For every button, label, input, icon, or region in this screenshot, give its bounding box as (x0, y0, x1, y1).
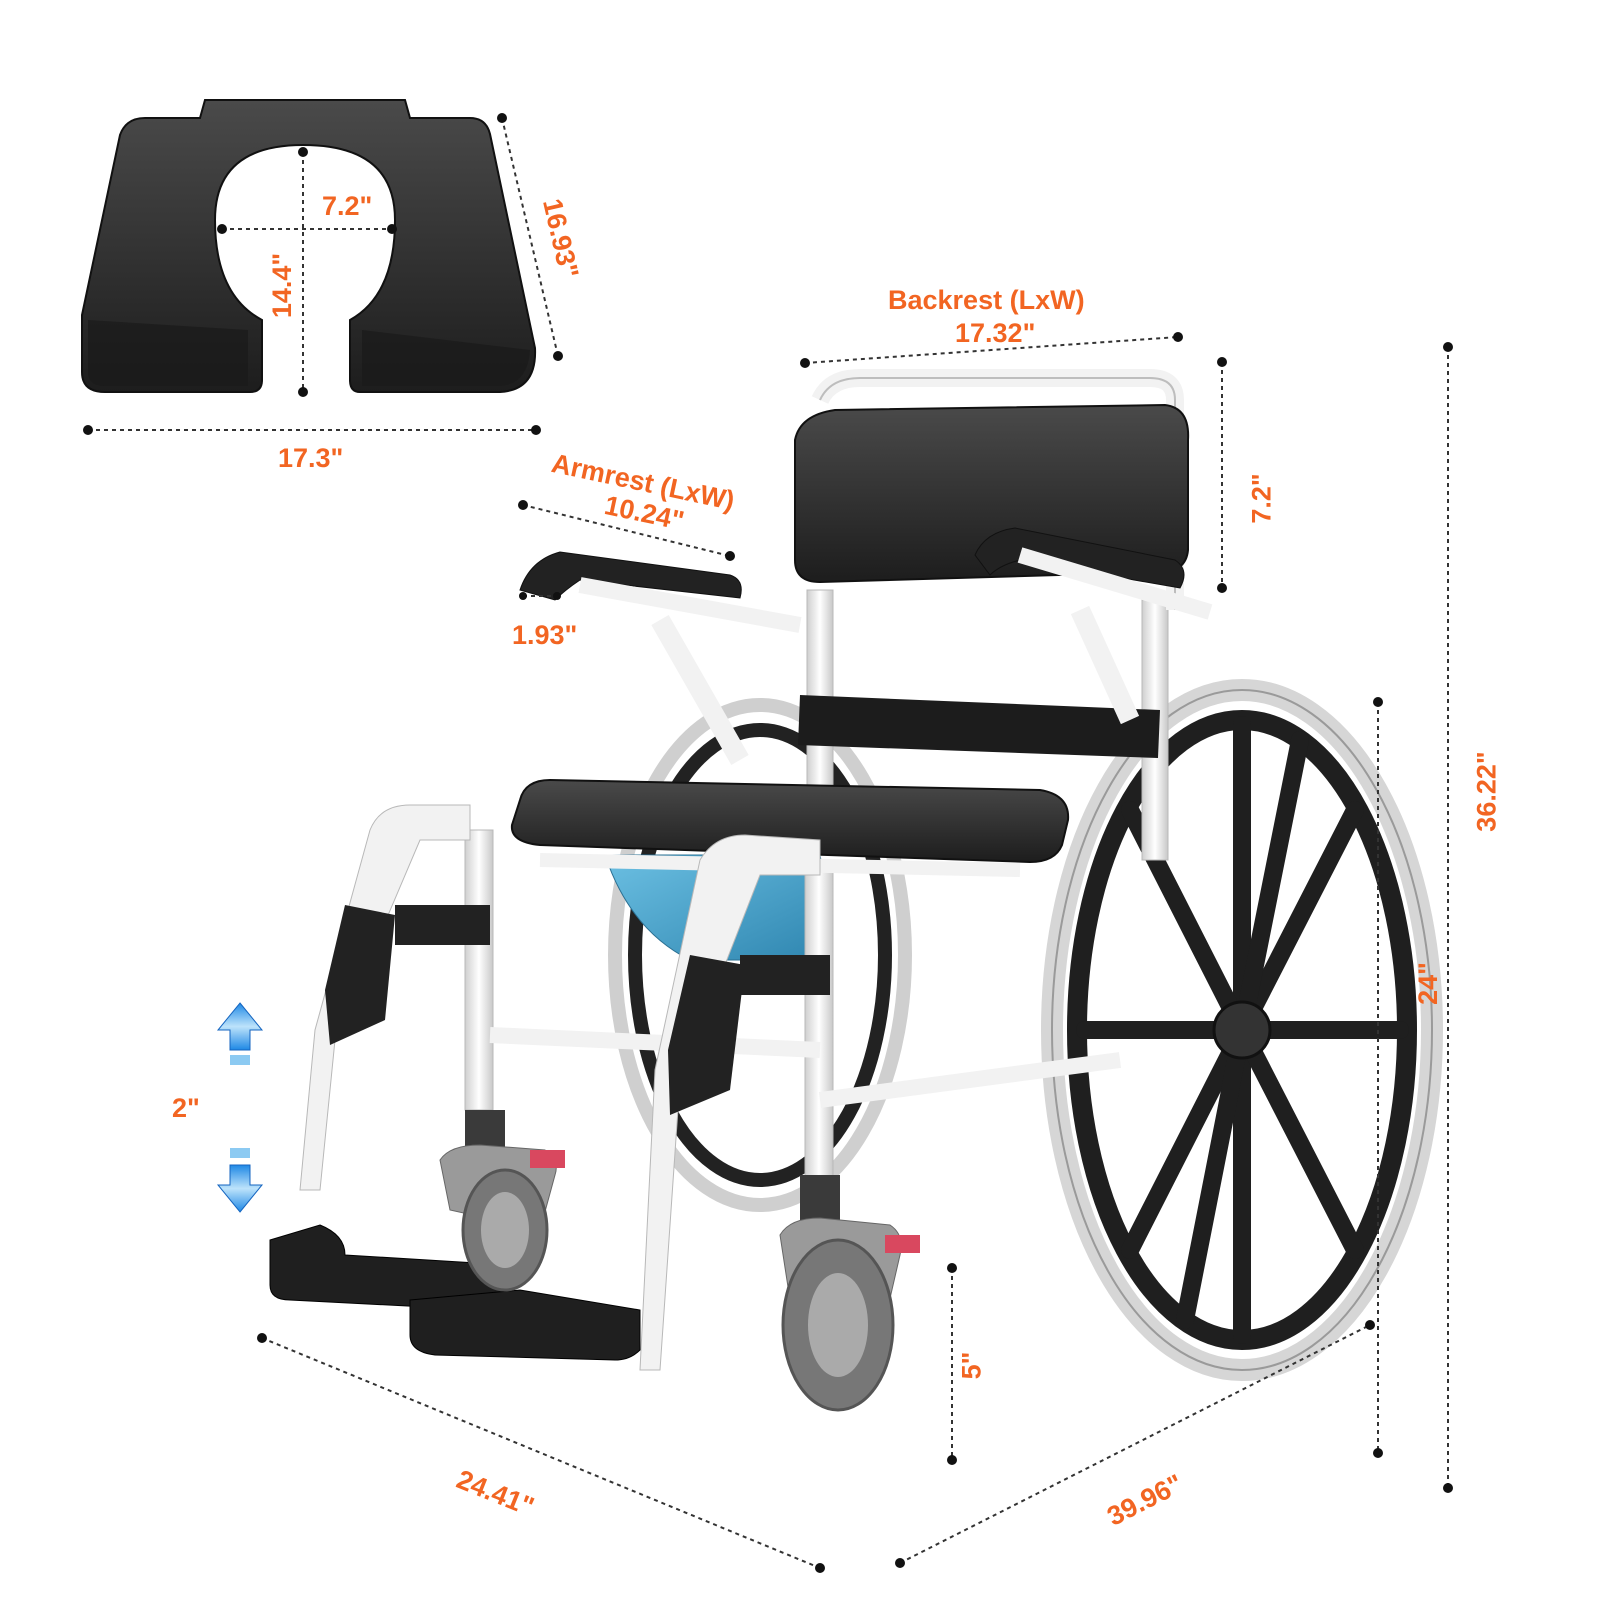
backrest-height-label: 7.2" (1246, 473, 1277, 524)
up-down-arrow-icon (216, 1002, 264, 1213)
caster-size-label: 5" (956, 1351, 987, 1380)
seat-cushion-image (81, 99, 537, 393)
wheelchair-image (269, 369, 1443, 1412)
backrest-dimension-lines (800, 332, 1227, 593)
seat-opening-depth-label: 14.4" (267, 252, 298, 319)
seat-width-label: 17.3" (278, 443, 344, 473)
seat-cushion-dimension-lines (83, 113, 563, 435)
seat (510, 778, 1070, 864)
rear-caster (779, 1175, 902, 1412)
wheel-diameter-label: 24" (1412, 962, 1443, 1005)
overall-dimension-lines (257, 342, 1453, 1573)
backrest (794, 403, 1190, 584)
backrest-size-label: 17.32" (955, 318, 1036, 348)
overall-height-label: 36.22" (1471, 751, 1502, 832)
footrest-adjust-label: 2" (172, 1093, 200, 1123)
seat-opening-width-label: 7.2" (322, 191, 373, 221)
rear-wheel (1041, 679, 1443, 1381)
armrest-width-label: 1.93" (512, 620, 578, 650)
backrest-title-label: Backrest (LxW) (888, 285, 1085, 315)
front-caster (439, 1110, 557, 1292)
armrest-dimension-lines (518, 500, 735, 600)
